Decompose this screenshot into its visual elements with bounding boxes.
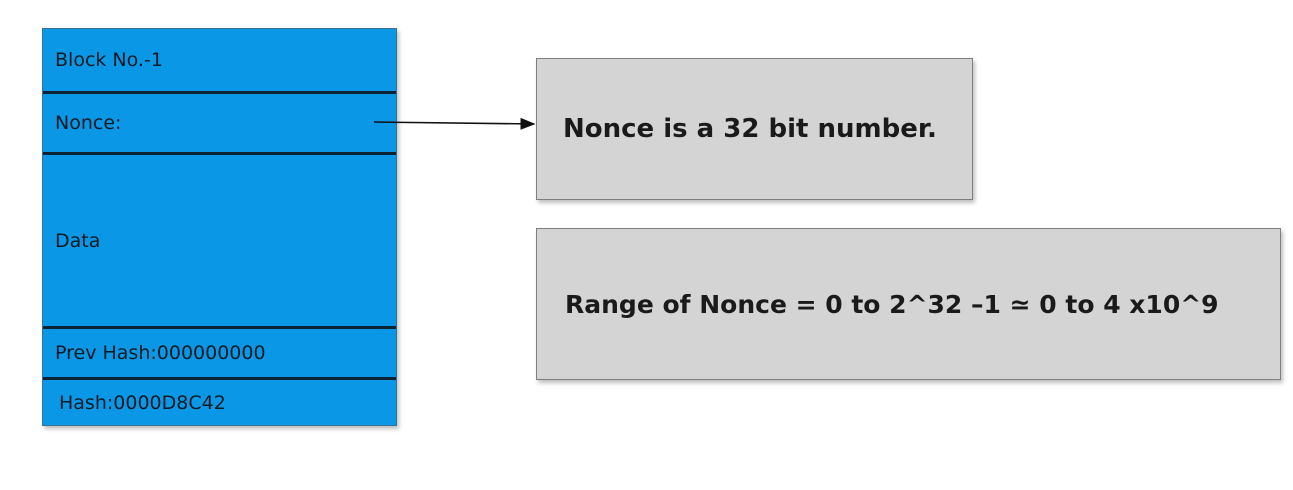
arrow-line <box>373 117 536 130</box>
block-divider <box>43 326 396 329</box>
nonce-size-callout: Nonce is a 32 bit number. <box>536 58 973 200</box>
block-divider <box>43 152 396 155</box>
block-diagram: Block No.-1 Nonce: Data Prev Hash:000000… <box>42 28 397 426</box>
block-divider <box>43 377 396 380</box>
nonce-range-text: Range of Nonce = 0 to 2^32 –1 ≃ 0 to 4 x… <box>565 289 1219 319</box>
nonce-range-callout: Range of Nonce = 0 to 2^32 –1 ≃ 0 to 4 x… <box>536 228 1281 380</box>
block-divider <box>43 91 396 94</box>
block-number-label: Block No.-1 <box>55 49 163 71</box>
data-label: Data <box>55 230 101 252</box>
hash-label: Hash:0000D8C42 <box>59 391 226 414</box>
nonce-size-text: Nonce is a 32 bit number. <box>563 114 937 144</box>
prev-hash-label: Prev Hash:000000000 <box>55 342 266 364</box>
nonce-label: Nonce: <box>55 112 122 134</box>
